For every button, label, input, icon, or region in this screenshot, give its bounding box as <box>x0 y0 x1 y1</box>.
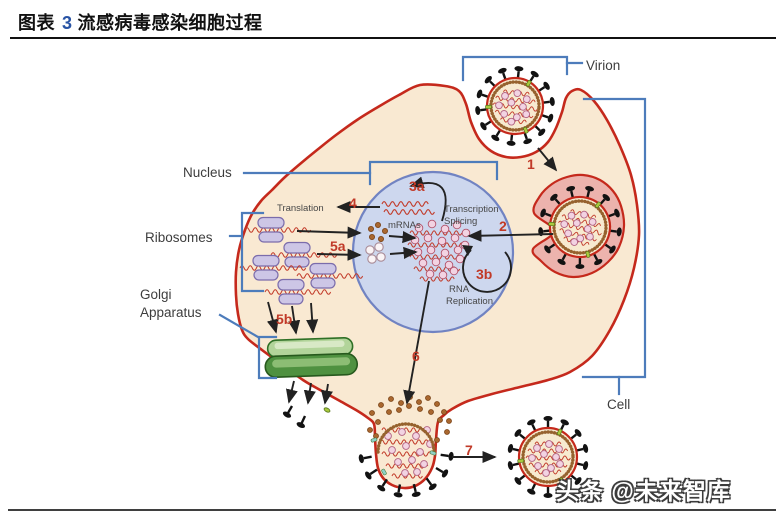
ribosome <box>264 278 332 305</box>
arrow-step-5b-3 <box>306 302 319 334</box>
bracket-virion <box>461 55 569 82</box>
virion-in-endosome <box>538 185 622 269</box>
step-6-label: 6 <box>412 348 420 364</box>
figure-title: 流感病毒感染细胞过程 <box>77 13 263 33</box>
virion-released <box>507 416 589 498</box>
bracket-ribosomes <box>240 211 265 293</box>
arrow-step-5b-2 <box>288 305 301 335</box>
membrane-protein-green <box>323 407 331 413</box>
bracket-cell <box>581 97 647 379</box>
diagram-labels: Virion Nucleus Ribosomes Golgi Apparatus… <box>140 58 630 458</box>
ribosome <box>270 241 338 268</box>
step-5a-label: 5a <box>330 238 346 254</box>
arrow-step-2 <box>467 229 554 242</box>
arrow-step-3a <box>409 176 447 222</box>
mrna-squiggle <box>383 209 435 215</box>
arrow-nuclear-import-bottom <box>389 246 418 259</box>
arrow-step-5b-1 <box>266 301 279 334</box>
arrow-step-6 <box>403 280 430 405</box>
arrow-step-5a-top <box>296 226 362 239</box>
arrow-step-1 <box>537 147 558 172</box>
label-golgi: Golgi <box>140 287 172 302</box>
mrna-squiggle <box>381 201 429 207</box>
step-3b-label: 3b <box>476 266 492 282</box>
arrow-step-3b-head <box>462 245 473 256</box>
ribosome <box>244 216 312 243</box>
diagram-graphics <box>218 55 647 498</box>
arrow-golgi-export-2 <box>303 382 316 405</box>
ribosome <box>296 262 364 289</box>
label-transcription: Transcription <box>444 204 499 215</box>
label-replication: Replication <box>446 296 493 307</box>
step-7-label: 7 <box>465 442 473 458</box>
protein-dot <box>374 221 381 228</box>
step-5b-label: 5b <box>276 311 292 327</box>
label-virion: Virion <box>586 58 620 73</box>
protein-dot <box>368 233 375 240</box>
vrnp-cluster <box>407 219 471 282</box>
watermark: 头条 @未来智库 <box>556 478 731 504</box>
virion-extracellular <box>475 66 555 146</box>
golgi-apparatus <box>264 337 359 378</box>
protein-ring <box>376 252 386 262</box>
label-mrnas: mRNAs <box>388 220 421 231</box>
protein-ring <box>365 245 375 255</box>
membrane-spike-protein <box>282 405 294 418</box>
protein-ring <box>367 254 377 264</box>
label-nucleus: Nucleus <box>183 165 232 180</box>
membrane-spike-protein <box>296 415 307 429</box>
title-underline <box>10 37 776 39</box>
step-1-label: 1 <box>527 156 535 172</box>
figure-number: 3 <box>62 13 73 33</box>
step-3a-label: 3a <box>409 178 425 194</box>
bracket-golgi-lead <box>218 313 260 339</box>
arrow-step-5a-bottom <box>316 248 362 261</box>
label-splicing: Splicing <box>444 216 477 227</box>
label-ribosomes: Ribosomes <box>145 230 213 245</box>
arrow-golgi-export-3 <box>320 383 333 405</box>
protein-ring <box>374 242 384 252</box>
label-cell: Cell <box>607 397 630 412</box>
protein-dot <box>367 225 374 232</box>
protein-dot <box>381 227 388 234</box>
page-bottom-rule <box>8 509 776 511</box>
figure-label: 图表 <box>18 13 55 33</box>
ribosome <box>239 254 307 281</box>
step-2-label: 2 <box>499 218 507 234</box>
arrow-step-3b <box>462 249 512 293</box>
budding-virion <box>358 394 454 498</box>
bracket-golgi <box>257 335 278 380</box>
arrow-nuclear-import-top <box>388 231 417 244</box>
protein-dot <box>377 235 384 242</box>
arrow-golgi-export-1 <box>285 380 298 404</box>
label-rna: RNA <box>449 284 470 295</box>
label-translation: Translation <box>277 203 324 214</box>
step-4-label: 4 <box>349 195 357 211</box>
bracket-nucleus <box>368 160 499 186</box>
label-golgi-2: Apparatus <box>140 305 202 320</box>
